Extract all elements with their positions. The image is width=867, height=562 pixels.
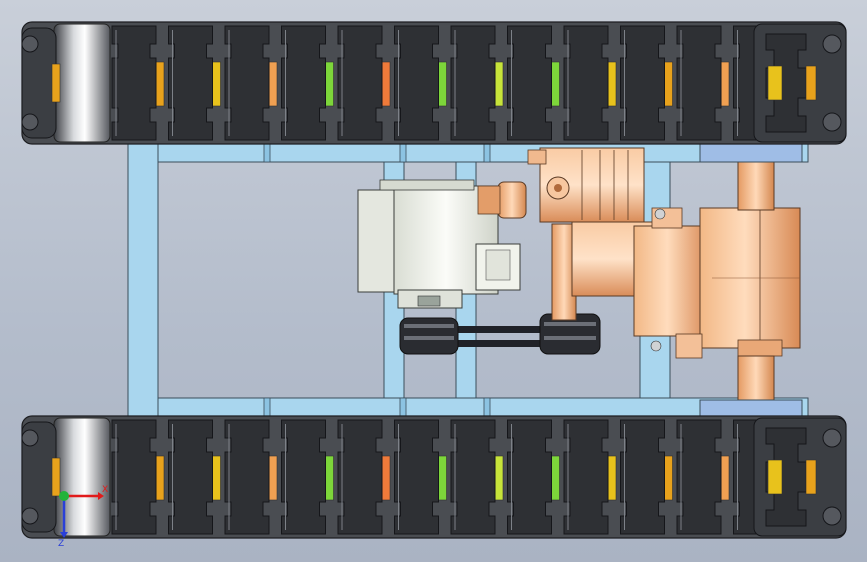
track-link	[281, 419, 326, 535]
track-link	[394, 25, 439, 141]
x-axis-label: X	[102, 485, 108, 495]
track-link	[620, 25, 665, 141]
track-link	[394, 419, 439, 535]
drive-sprocket	[53, 23, 111, 143]
track-link	[337, 419, 383, 535]
track-link	[620, 419, 665, 535]
axle-shaft-bottom	[737, 355, 775, 407]
motor-end-cap	[357, 189, 395, 293]
final-drive-housing	[633, 225, 709, 337]
track-link	[507, 419, 552, 535]
track-link	[111, 25, 157, 141]
track-link	[507, 25, 552, 141]
axle-flange-top	[699, 143, 803, 163]
frame-crossmember-left	[127, 143, 159, 417]
track-link	[676, 25, 722, 141]
track-link	[168, 419, 213, 535]
electric-motor[interactable]	[357, 179, 527, 309]
track-link	[563, 419, 609, 535]
track-link	[450, 419, 496, 535]
track-link	[224, 25, 270, 141]
gearbox-assembly[interactable]	[527, 143, 803, 419]
crawler-track-top[interactable]	[21, 21, 847, 145]
axle-flange-bottom	[699, 399, 803, 419]
track-link	[224, 419, 270, 535]
belt-drive[interactable]	[399, 313, 601, 355]
track-link	[563, 25, 609, 141]
track-link	[337, 25, 383, 141]
track-link	[281, 25, 326, 141]
track-link	[676, 419, 722, 535]
track-link	[450, 25, 496, 141]
coordinate-triad: X Z	[58, 485, 108, 549]
motor-fan-cover	[379, 179, 475, 191]
track-link	[168, 25, 213, 141]
y-axis-origin-icon	[59, 491, 69, 501]
z-axis-label: Z	[58, 539, 64, 549]
motor-coupling	[497, 181, 527, 219]
drive-sprocket	[53, 417, 111, 537]
axle-shaft-top	[737, 153, 775, 211]
track-link	[111, 419, 157, 535]
crawler-track-bottom[interactable]	[21, 415, 847, 539]
